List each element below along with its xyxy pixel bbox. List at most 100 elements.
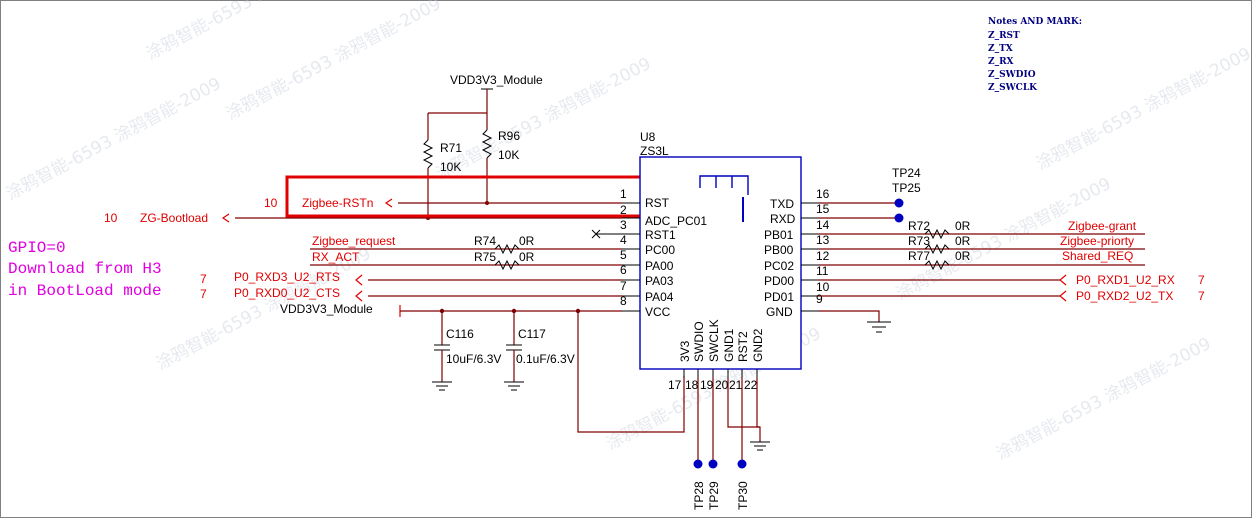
pin-name-vcc: VCC <box>645 305 671 319</box>
c117-ref: C117 <box>518 327 546 341</box>
note-item: Z_TX <box>988 44 1013 54</box>
svg-text:涂鸦智能-6593 涂鸦智能-2009: 涂鸦智能-6593 涂鸦智能-2009 <box>3 74 224 204</box>
cts-num: 7 <box>200 287 207 301</box>
zigbee-request-label: Zigbee_request <box>312 234 396 248</box>
pin-num-13: 13 <box>816 233 830 247</box>
pin-num-9: 9 <box>816 292 823 306</box>
r71-ref: R71 <box>440 141 462 155</box>
r71-value: 10K <box>440 160 461 174</box>
r75-resistor <box>494 259 520 271</box>
gpio-note-line: GPIO=0 <box>8 239 66 257</box>
pin-num-4: 4 <box>620 233 627 247</box>
gpio-note: GPIO=0 Download from H3 in BootLoad mode <box>8 239 162 300</box>
tp30-dot <box>737 459 747 469</box>
zigbee-priority-label: Zigbee-priorty <box>1060 234 1134 248</box>
svg-text:涂鸦智能-6593 涂鸦智能-2009: 涂鸦智能-6593 涂鸦智能-2009 <box>223 0 444 124</box>
pin-name-7: PA03 <box>645 274 674 288</box>
pin-name-swdio: SWDIO <box>692 321 706 362</box>
zg-bootload-arrow <box>221 213 230 223</box>
note-item: Z_SWCLK <box>988 83 1038 93</box>
r74-value: 0R <box>519 234 535 248</box>
vdd-left-label: VDD3V3_Module <box>280 302 373 316</box>
pin-num-5: 5 <box>620 248 627 262</box>
pin-num-8: 8 <box>620 294 627 308</box>
zigbee-rstn-num: 10 <box>264 196 278 210</box>
pin-num-3: 3 <box>620 218 627 232</box>
notes-title: Notes AND MARK: <box>988 17 1082 27</box>
chip-right-pins <box>801 202 819 312</box>
pin-name-gnd2: GND2 <box>751 328 765 362</box>
right-ground-icon <box>867 321 891 333</box>
c117-ground-icon <box>504 381 524 391</box>
rxd1-label: P0_RXD1_U2_RX <box>1076 273 1175 287</box>
bottom-ground-icon <box>750 441 770 451</box>
pin-name-pb01: PB01 <box>764 228 794 242</box>
chip-part: ZS3L <box>640 144 669 158</box>
pin-name-1: RST <box>645 196 670 210</box>
pin-num-20: 20 <box>715 378 729 392</box>
watermark: 涂鸦智能-6593 涂鸦智能-2009 涂鸦智能-6593 涂鸦智能-2009 … <box>3 0 1252 464</box>
r73-resistor <box>924 243 950 255</box>
pin-name-5: PC00 <box>645 243 675 257</box>
r72-ref: R72 <box>908 219 930 233</box>
pin-num-14: 14 <box>816 218 830 232</box>
gnd-right-wire <box>819 310 880 322</box>
r73-ref: R73 <box>908 234 930 248</box>
cts-label: P0_RXD0_U2_CTS <box>234 286 340 300</box>
r77-value: 0R <box>955 249 971 263</box>
c117-capacitor <box>506 311 522 382</box>
shared-req-label: Shared_REQ <box>1062 249 1133 263</box>
rxd2-arrow <box>1059 290 1067 302</box>
pin-name-3: ADC_PC01 <box>645 214 707 228</box>
pin-num-12: 12 <box>816 249 830 263</box>
zg-bootload-num: 10 <box>104 211 118 225</box>
cts-arrow <box>355 290 363 302</box>
tp24-label: TP24 <box>892 166 921 180</box>
zigbee-rstn-arrow <box>384 198 393 208</box>
note-item: Z_SWDIO <box>988 70 1036 80</box>
pin-name-pb00: PB00 <box>764 243 794 257</box>
rxd2-num: 7 <box>1198 289 1205 303</box>
tp28-dot <box>693 459 703 469</box>
r74-resistor <box>494 243 520 255</box>
pin-num-17: 17 <box>668 378 682 392</box>
pin-name-4: RST1 <box>645 228 676 242</box>
pin-name-txd: TXD <box>770 197 794 211</box>
tp25-label: TP25 <box>892 181 921 195</box>
rts-label: P0_RXD3_U2_RTS <box>234 270 340 284</box>
pin-num-16: 16 <box>816 187 830 201</box>
r75-value: 0R <box>519 250 535 264</box>
note-item: Z_RST <box>988 31 1020 41</box>
chip-body <box>639 156 802 370</box>
pin-name-8: PA04 <box>645 290 674 304</box>
rxd1-arrow <box>1059 274 1067 286</box>
pin-name-pd01: PD01 <box>764 290 794 304</box>
r72-value: 0R <box>955 219 971 233</box>
gpio-note-line: in BootLoad mode <box>8 282 162 300</box>
r72-resistor <box>924 228 950 240</box>
pin-name-rst2: RST2 <box>736 331 750 362</box>
rx-act-label: RX_ACT <box>312 250 360 264</box>
pin-name-rxd: RXD <box>770 212 796 226</box>
pin-num-22: 22 <box>744 378 758 392</box>
gnd1-wire <box>727 378 760 428</box>
pin-name-swclk: SWCLK <box>707 319 721 362</box>
r96-ref: R96 <box>498 129 520 143</box>
gnd2-wire <box>756 378 761 442</box>
r96-resistor <box>481 129 493 159</box>
pin-num-10: 10 <box>816 280 830 294</box>
vdd-top-label: VDD3V3_Module <box>450 73 543 87</box>
pin-num-19: 19 <box>700 378 714 392</box>
r75-ref: R75 <box>474 250 496 264</box>
pin-num-15: 15 <box>816 202 830 216</box>
pin-name-gnd: GND <box>766 305 793 319</box>
r77-resistor <box>924 259 950 271</box>
pin-name-gnd1: GND1 <box>722 328 736 362</box>
svg-text:涂鸦智能-6593 涂鸦智能-2009: 涂鸦智能-6593 涂鸦智能-2009 <box>993 334 1214 464</box>
pin-num-11: 11 <box>816 264 829 278</box>
c116-ground-icon <box>432 381 452 391</box>
pin-num-6: 6 <box>620 263 627 277</box>
svg-text:涂鸦智能-6593 涂鸦智能-2009: 涂鸦智能-6593 涂鸦智能-2009 <box>1033 44 1252 174</box>
pin-name-3v3: 3V3 <box>678 340 692 362</box>
